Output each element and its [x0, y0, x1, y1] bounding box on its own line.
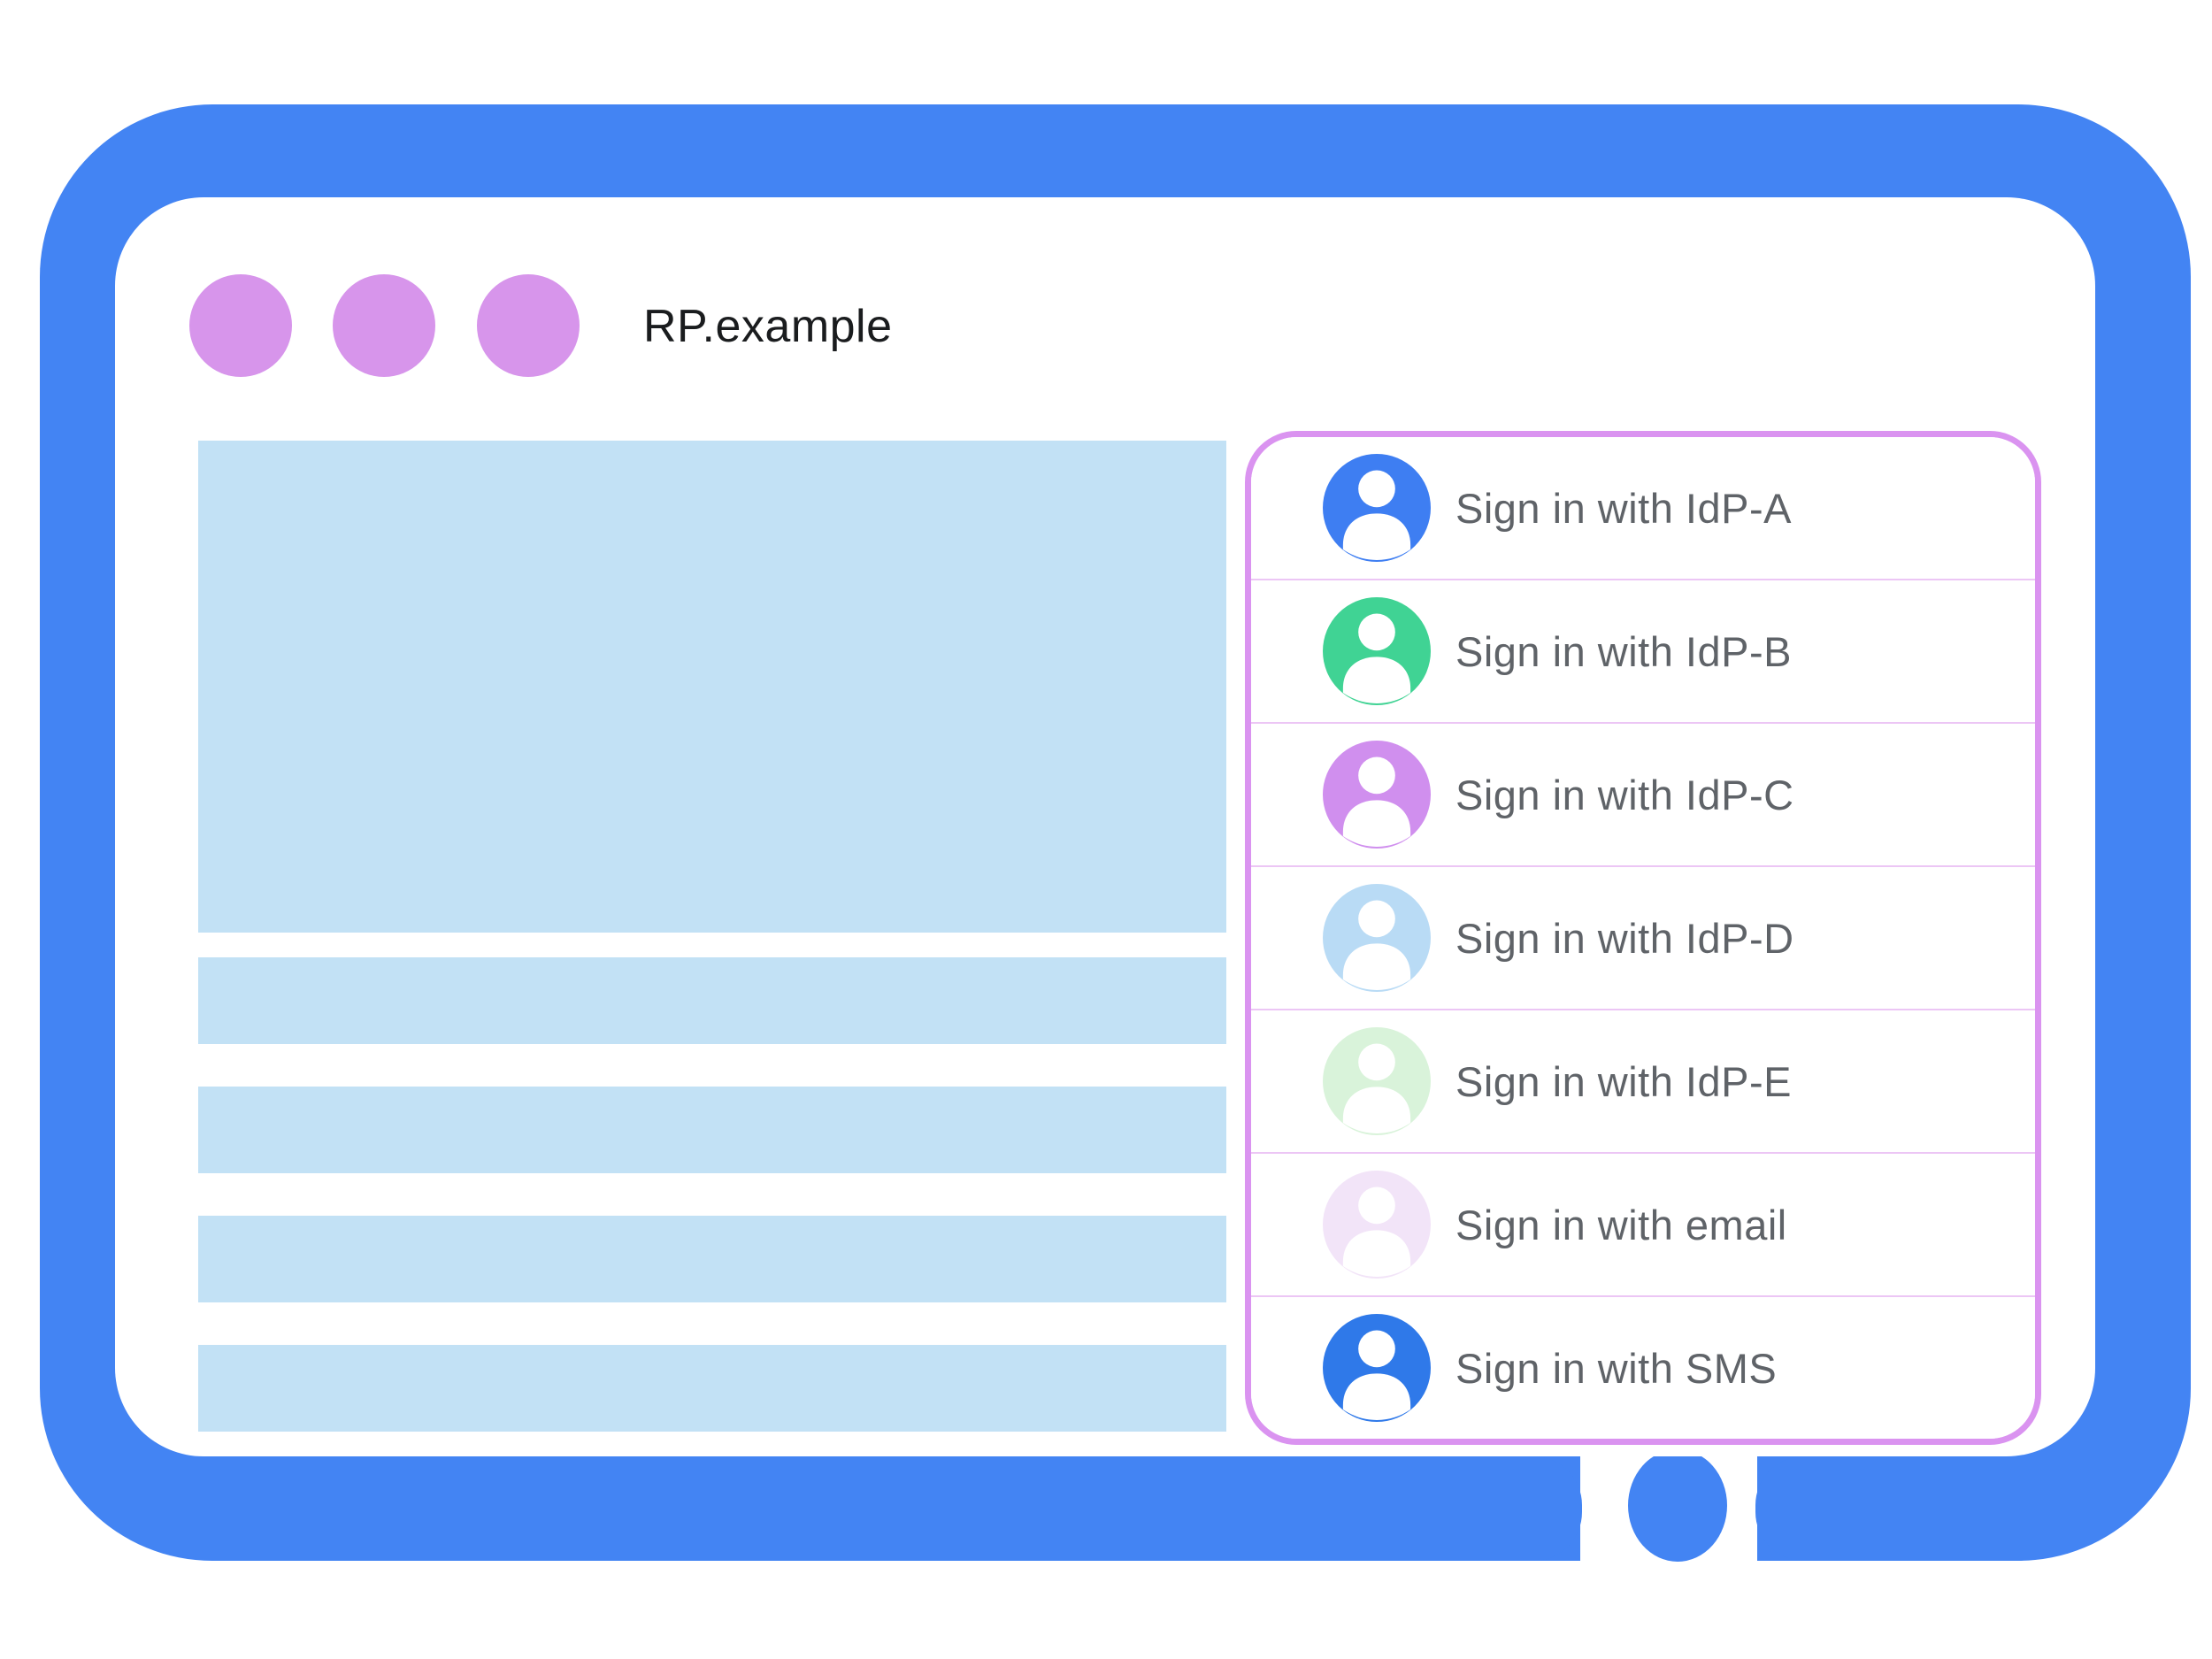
signin-option-label: Sign in with IdP-A: [1455, 484, 1792, 532]
signin-option-label: Sign in with IdP-B: [1455, 627, 1792, 675]
signin-option-label: Sign in with IdP-C: [1455, 771, 1794, 818]
user-avatar-icon: [1323, 884, 1431, 992]
content-placeholder-hero: [198, 441, 1226, 933]
browser-viewport: RP.example Sign in with IdP-A: [115, 197, 2095, 1456]
bottom-band-right-end: [1755, 1456, 1833, 1561]
signin-option-label: Sign in with email: [1455, 1201, 1787, 1248]
user-avatar-icon: [1323, 454, 1431, 562]
signin-option-label: Sign in with IdP-D: [1455, 914, 1794, 962]
signin-option-idp-e[interactable]: Sign in with IdP-E: [1251, 1009, 2035, 1152]
content-placeholder-bar: [198, 1345, 1226, 1432]
signin-option-idp-d[interactable]: Sign in with IdP-D: [1251, 865, 2035, 1009]
signin-option-label: Sign in with SMS: [1455, 1344, 1778, 1392]
bottom-band-left-end: [1504, 1456, 1582, 1561]
window-dot-icon: [477, 274, 580, 377]
signin-option-sms[interactable]: Sign in with SMS: [1251, 1295, 2035, 1439]
page-title: RP.example: [643, 301, 893, 352]
signin-option-email[interactable]: Sign in with email: [1251, 1152, 2035, 1295]
user-avatar-icon: [1323, 597, 1431, 705]
content-placeholder-bar: [198, 1216, 1226, 1302]
signin-option-idp-b[interactable]: Sign in with IdP-B: [1251, 579, 2035, 722]
signin-option-idp-a[interactable]: Sign in with IdP-A: [1251, 437, 2035, 579]
user-avatar-icon: [1323, 741, 1431, 849]
signin-account-chooser: Sign in with IdP-A Sign in with IdP-B Si…: [1245, 431, 2041, 1445]
window-dot-icon: [333, 274, 435, 377]
signin-option-label: Sign in with IdP-E: [1455, 1057, 1792, 1105]
user-avatar-icon: [1323, 1314, 1431, 1422]
home-button-circle: [1628, 1449, 1727, 1562]
signin-option-idp-c[interactable]: Sign in with IdP-C: [1251, 722, 2035, 865]
user-avatar-icon: [1323, 1027, 1431, 1135]
window-dot-icon: [189, 274, 292, 377]
user-avatar-icon: [1323, 1171, 1431, 1279]
content-placeholder-bar: [198, 1087, 1226, 1173]
content-placeholder-bar: [198, 957, 1226, 1044]
